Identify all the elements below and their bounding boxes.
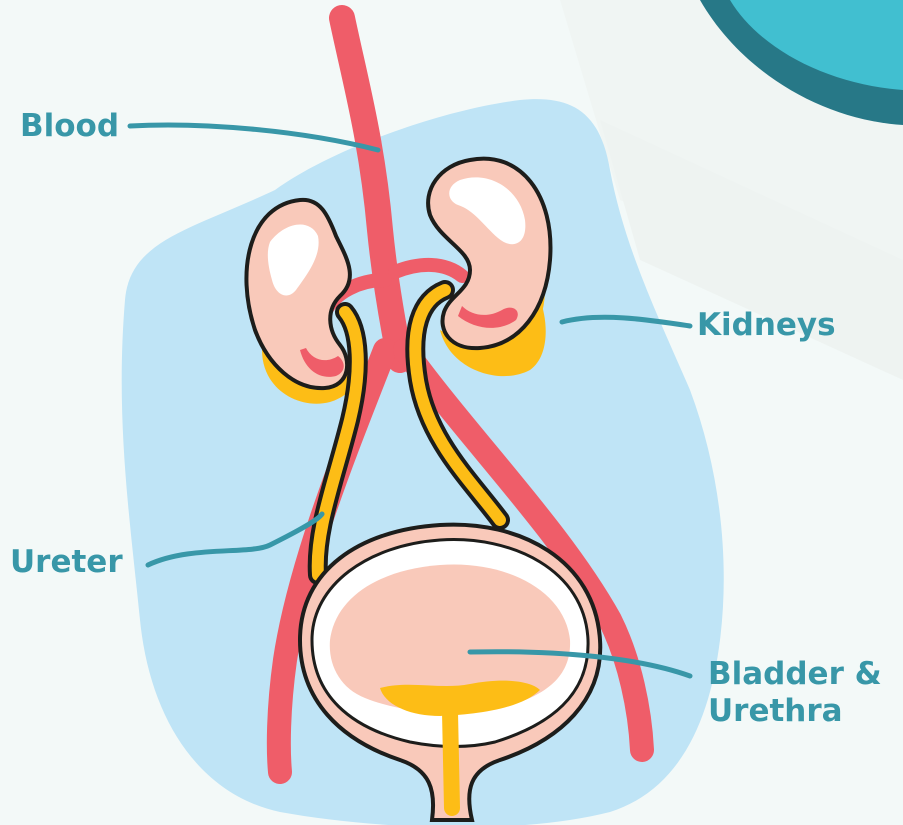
- label-bladder-urethra: Bladder & Urethra: [708, 656, 882, 730]
- label-kidneys: Kidneys: [697, 307, 836, 344]
- label-ureter: Ureter: [10, 544, 123, 581]
- label-blood: Blood: [20, 108, 119, 145]
